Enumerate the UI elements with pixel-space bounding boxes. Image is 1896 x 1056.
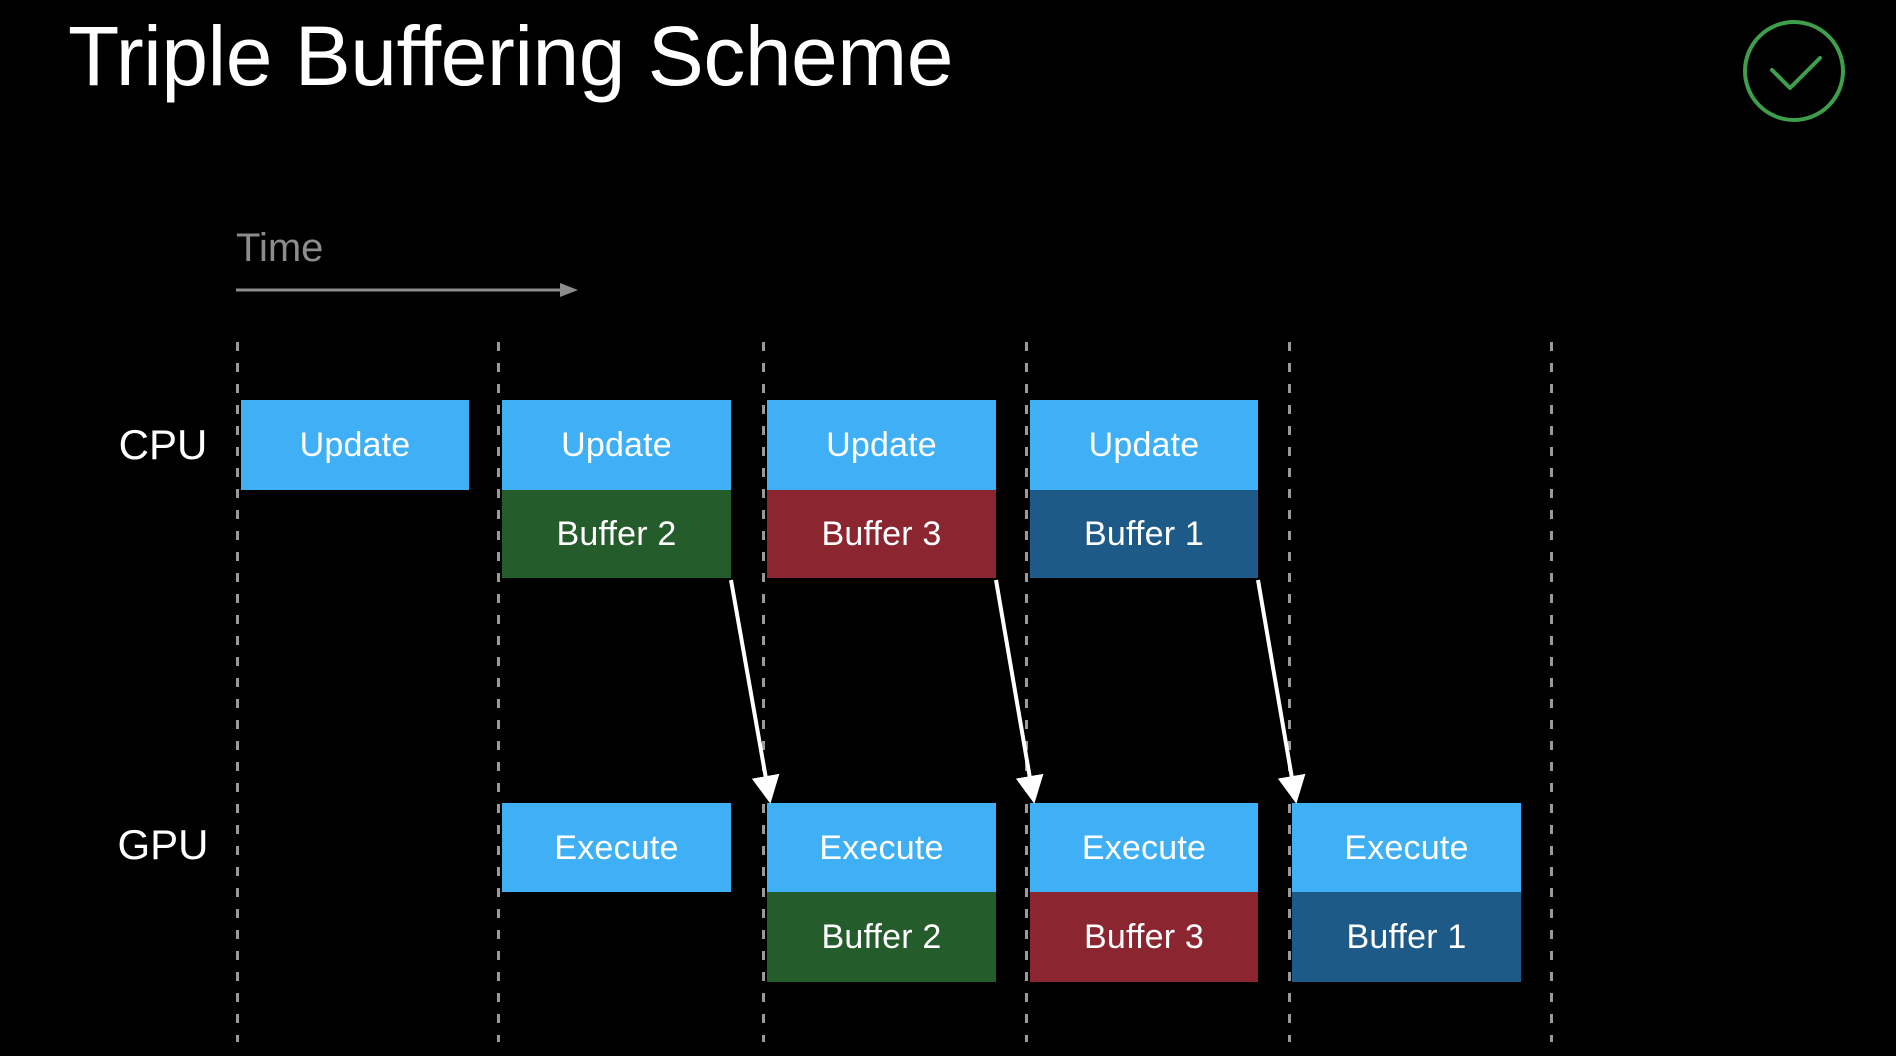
gridline-4	[1025, 342, 1028, 1042]
gpu-buffer-3[interactable]: Buffer 3	[1030, 892, 1258, 982]
gpu-buffer-2[interactable]: Buffer 2	[767, 892, 996, 982]
gridline-6	[1550, 342, 1553, 1042]
gridline-5	[1288, 342, 1291, 1042]
cpu-buffer-2[interactable]: Buffer 2	[502, 490, 731, 578]
cpu-update-2[interactable]: Update	[502, 400, 731, 490]
gpu-execute-4[interactable]: Execute	[1292, 803, 1521, 892]
gridline-3	[762, 342, 765, 1042]
cpu-update-1[interactable]: Update	[241, 400, 469, 490]
time-axis-arrow-icon	[230, 268, 580, 308]
row-label-gpu: GPU	[117, 821, 209, 868]
row-label-cpu: CPU	[118, 421, 208, 468]
cpu-update-4[interactable]: Update	[1030, 400, 1258, 490]
cpu-buffer-1[interactable]: Buffer 1	[1030, 490, 1258, 578]
page-title: Triple Buffering Scheme	[68, 9, 953, 103]
gpu-buffer-1[interactable]: Buffer 1	[1292, 892, 1521, 982]
gpu-execute-2[interactable]: Execute	[767, 803, 996, 892]
cpu-update-3[interactable]: Update	[767, 400, 996, 490]
gpu-execute-3[interactable]: Execute	[1030, 803, 1258, 892]
cpu-buffer-3[interactable]: Buffer 3	[767, 490, 996, 578]
gpu-execute-1[interactable]: Execute	[502, 803, 731, 892]
gridline-2	[497, 342, 500, 1042]
gridline-1	[236, 342, 239, 1042]
check-circle-icon	[1740, 17, 1848, 125]
time-axis-label: Time	[236, 226, 324, 270]
